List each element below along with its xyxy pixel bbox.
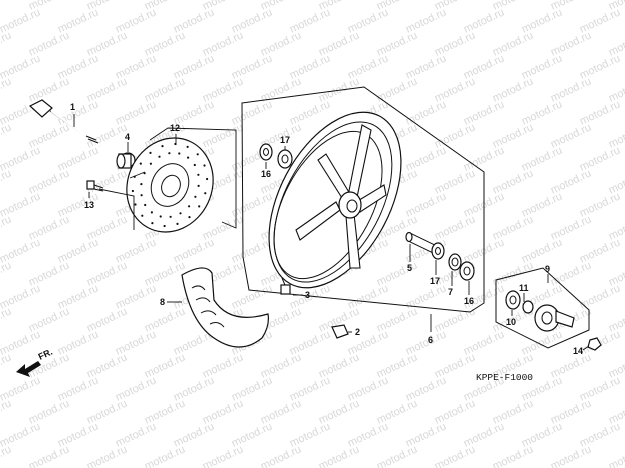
- callout-label: 9: [545, 264, 550, 274]
- disc-hole: [158, 155, 161, 158]
- watermark-text: motod.ru: [433, 443, 477, 468]
- wheel-part: [268, 111, 402, 289]
- disc-hole: [176, 222, 179, 225]
- callout-label: 2: [355, 327, 360, 337]
- disc-hole: [178, 152, 181, 155]
- disc-hole: [163, 224, 166, 228]
- disc-hole: [197, 173, 200, 176]
- disc-hole: [187, 156, 190, 159]
- disc-hole: [134, 203, 137, 206]
- watermark-text: motod.ru: [607, 443, 625, 468]
- leader-lines: [73, 114, 590, 351]
- disc-hole: [196, 153, 199, 156]
- callout-labels: 1 4 12 13 17 16 3 5 17 7 16 9 11 10 8 2 …: [70, 102, 583, 356]
- callout-label: 12: [170, 123, 180, 133]
- disc-hole: [168, 152, 171, 155]
- disc-hole: [198, 205, 201, 208]
- callout-label: 1: [70, 102, 75, 112]
- tire-guard-part: [181, 267, 269, 348]
- watermark-text: motod.ru: [0, 397, 13, 426]
- gearbox-part: [505, 290, 575, 332]
- callout-label: 3: [305, 290, 310, 300]
- watermark-text: motod.ru: [0, 29, 13, 58]
- watermark-text: motod.ru: [259, 443, 303, 468]
- watermark-text: motod.ru: [85, 443, 129, 468]
- disc-hole: [144, 203, 147, 207]
- watermark-text: motod.ru: [0, 167, 13, 196]
- callout-label: 7: [448, 287, 453, 297]
- disc-hole: [151, 222, 154, 225]
- callout-label: 4: [125, 132, 130, 142]
- disc-hole: [149, 162, 152, 165]
- disc-hole: [140, 194, 143, 197]
- watermark-text: motod.ru: [0, 75, 13, 104]
- disc-hole: [203, 164, 206, 167]
- disc-hole: [139, 162, 142, 165]
- disc-hole: [206, 177, 209, 181]
- disc-hole: [150, 211, 153, 214]
- callout-label: 11: [519, 283, 529, 293]
- watermark-text: motod.ru: [375, 443, 419, 468]
- watermark-text: motod.ru: [0, 259, 13, 288]
- disc-hole: [141, 214, 144, 217]
- disc-hole: [159, 215, 162, 218]
- watermark-text: motod.ru: [0, 213, 13, 242]
- gearbox-frame: [495, 267, 590, 349]
- watermark-text: motod.ru: [201, 443, 245, 468]
- watermark-text: motod.ru: [0, 351, 13, 380]
- disc-hole: [188, 205, 191, 208]
- watermark-text: motod.ru: [0, 0, 13, 13]
- watermark-text: motod.ru: [0, 121, 13, 150]
- callout-label: 14: [573, 346, 583, 356]
- callout-label: 17: [430, 276, 440, 286]
- watermark-text: motod.ru: [549, 443, 593, 468]
- callout-label: 17: [280, 135, 290, 145]
- watermark-text: motod.ru: [27, 443, 71, 468]
- disc-hole: [188, 216, 191, 219]
- bolt-part: [86, 180, 104, 192]
- disc-hole: [149, 151, 152, 154]
- disc-hole: [197, 184, 200, 187]
- nut-part: [587, 337, 602, 351]
- disc-hole: [131, 189, 134, 193]
- callout-label: 5: [407, 263, 412, 273]
- bearing-right: [431, 242, 475, 281]
- brake-disc-part: [126, 137, 214, 233]
- callout-label: 16: [261, 169, 271, 179]
- watermark-text: motod.ru: [491, 443, 535, 468]
- callout-label: 16: [464, 296, 474, 306]
- axle-part: [28, 99, 101, 147]
- watermark-text: motod.ru: [0, 443, 13, 468]
- callout-label: 10: [506, 317, 516, 327]
- callout-label: 6: [428, 335, 433, 345]
- callout-label: 13: [84, 200, 94, 210]
- disc-hole: [194, 195, 197, 198]
- watermark-text: motod.ru: [317, 443, 361, 468]
- valve-part: [280, 277, 291, 295]
- disc-hole: [161, 145, 164, 148]
- watermark-text: motod.ru: [0, 305, 13, 334]
- watermark-text: motod.ru: [143, 443, 187, 468]
- cap-part: [331, 324, 349, 339]
- disc-hole: [140, 183, 143, 186]
- disc-hole: [193, 163, 196, 167]
- drawing-code: KPPE-F1000: [476, 372, 533, 383]
- disc-hole: [204, 192, 207, 195]
- collar-part: [116, 152, 136, 169]
- bearing-top: [259, 143, 293, 169]
- callout-label: 8: [160, 297, 165, 307]
- spacer-part: [405, 231, 436, 254]
- disc-hole: [186, 145, 189, 148]
- assembly-frame: [241, 86, 485, 313]
- disc-hole: [169, 215, 172, 218]
- disc-hole: [179, 212, 182, 215]
